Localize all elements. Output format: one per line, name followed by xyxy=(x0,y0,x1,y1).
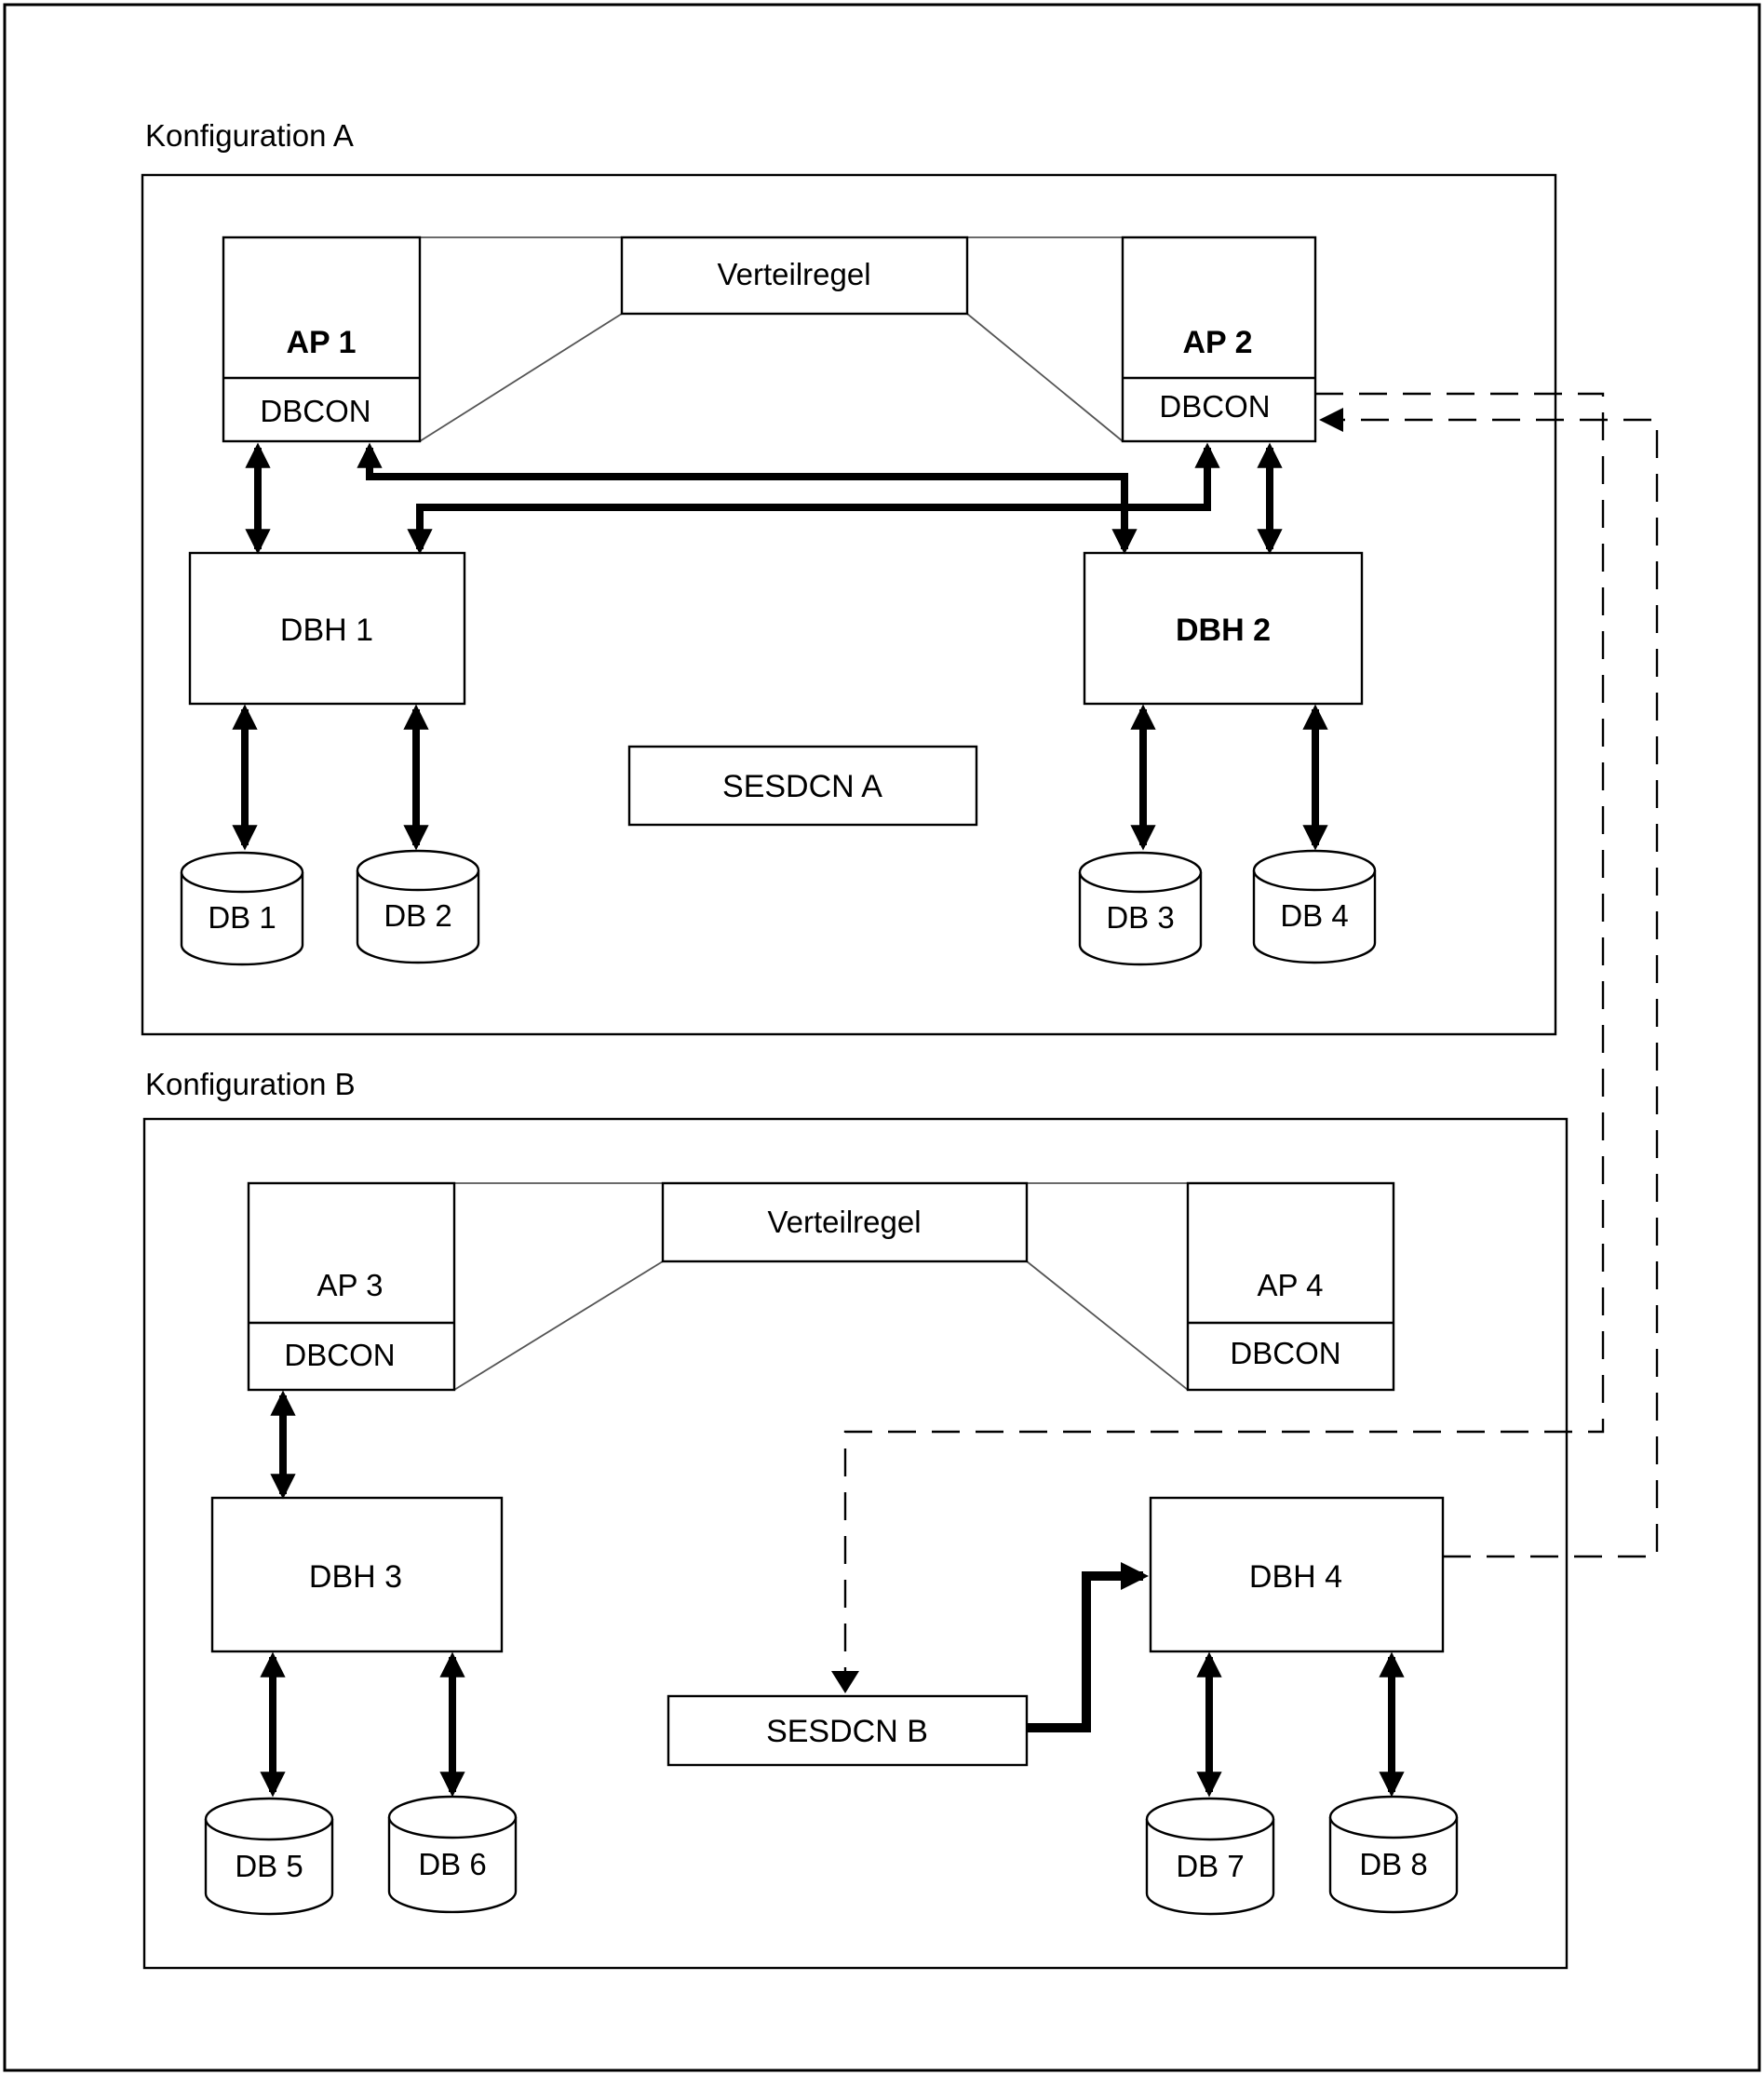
db6-cylinder: DB 6 xyxy=(387,1795,518,1914)
dashed-arrowhead-ap2 xyxy=(1319,408,1343,432)
dbh4-box: DBH 4 xyxy=(1149,1496,1445,1653)
config-b-title: Konfiguration B xyxy=(145,1067,356,1101)
rule-b-diagonal-right xyxy=(1026,1260,1189,1391)
arrow-sesdcn-b-dbh4 xyxy=(1027,1562,1149,1732)
ap3-dbcon-label: DBCON xyxy=(284,1338,395,1372)
db8-cylinder: DB 8 xyxy=(1328,1795,1459,1914)
db1-cylinder: DB 1 xyxy=(180,851,304,966)
sesdcn-b-box: SESDCN B xyxy=(667,1694,1029,1767)
dbh3-box: DBH 3 xyxy=(210,1496,504,1653)
ap1-dbcon-label: DBCON xyxy=(260,394,370,428)
ap4-box: AP 4 DBCON xyxy=(1186,1181,1395,1392)
sesdcn-b-label: SESDCN B xyxy=(766,1714,928,1749)
db7-cylinder: DB 7 xyxy=(1145,1797,1275,1916)
rule-a-box: Verteilregel xyxy=(620,236,969,316)
outer-frame xyxy=(3,3,1761,2072)
sesdcn-a-label: SESDCN A xyxy=(722,769,882,804)
ap3-label: AP 3 xyxy=(317,1268,384,1302)
config-a-title: Konfiguration A xyxy=(145,118,354,153)
db4-cylinder: DB 4 xyxy=(1252,849,1377,964)
dashed-link-ap2-sesdcn-b xyxy=(843,392,1605,1685)
db7-label: DB 7 xyxy=(1176,1849,1244,1883)
arrow-ap2-dbh1 xyxy=(407,442,1220,555)
dbh4-label: DBH 4 xyxy=(1249,1559,1342,1595)
dashed-arrowhead-sesdcn-b xyxy=(831,1671,859,1693)
dbh2-label: DBH 2 xyxy=(1176,613,1271,648)
ap3-box: AP 3 DBCON xyxy=(247,1181,456,1392)
db8-label: DB 8 xyxy=(1359,1847,1427,1881)
rule-a-diagonal-right xyxy=(966,313,1124,442)
db3-cylinder: DB 3 xyxy=(1078,851,1203,966)
db1-label: DB 1 xyxy=(208,900,276,935)
db5-label: DB 5 xyxy=(235,1849,303,1883)
dbh2-box: DBH 2 xyxy=(1083,551,1364,706)
rule-b-label: Verteilregel xyxy=(767,1205,921,1239)
ap4-dbcon-label: DBCON xyxy=(1230,1336,1340,1370)
ap2-box: AP 2 DBCON xyxy=(1121,236,1317,443)
db2-cylinder: DB 2 xyxy=(356,849,480,964)
rule-b-box: Verteilregel xyxy=(661,1181,1029,1263)
ap2-dbcon-label: DBCON xyxy=(1159,389,1270,424)
db2-label: DB 2 xyxy=(384,898,451,933)
db6-label: DB 6 xyxy=(418,1847,486,1881)
rule-a-label: Verteilregel xyxy=(717,257,870,291)
rule-b-diagonal-left xyxy=(453,1260,664,1391)
db4-label: DB 4 xyxy=(1280,898,1348,933)
ap1-box: AP 1 DBCON xyxy=(222,236,422,443)
dbh1-label: DBH 1 xyxy=(280,613,373,648)
dbh1-box: DBH 1 xyxy=(188,551,466,706)
db5-cylinder: DB 5 xyxy=(204,1797,334,1916)
sesdcn-a-box: SESDCN A xyxy=(627,745,978,827)
ap4-label: AP 4 xyxy=(1258,1268,1324,1302)
ap2-label: AP 2 xyxy=(1183,325,1253,360)
ap1-label: AP 1 xyxy=(287,325,357,360)
dbh3-label: DBH 3 xyxy=(309,1559,402,1595)
db3-label: DB 3 xyxy=(1106,900,1174,935)
rule-a-diagonal-left xyxy=(419,313,623,442)
dashed-link-dbh4-ap2 xyxy=(1331,418,1659,1558)
